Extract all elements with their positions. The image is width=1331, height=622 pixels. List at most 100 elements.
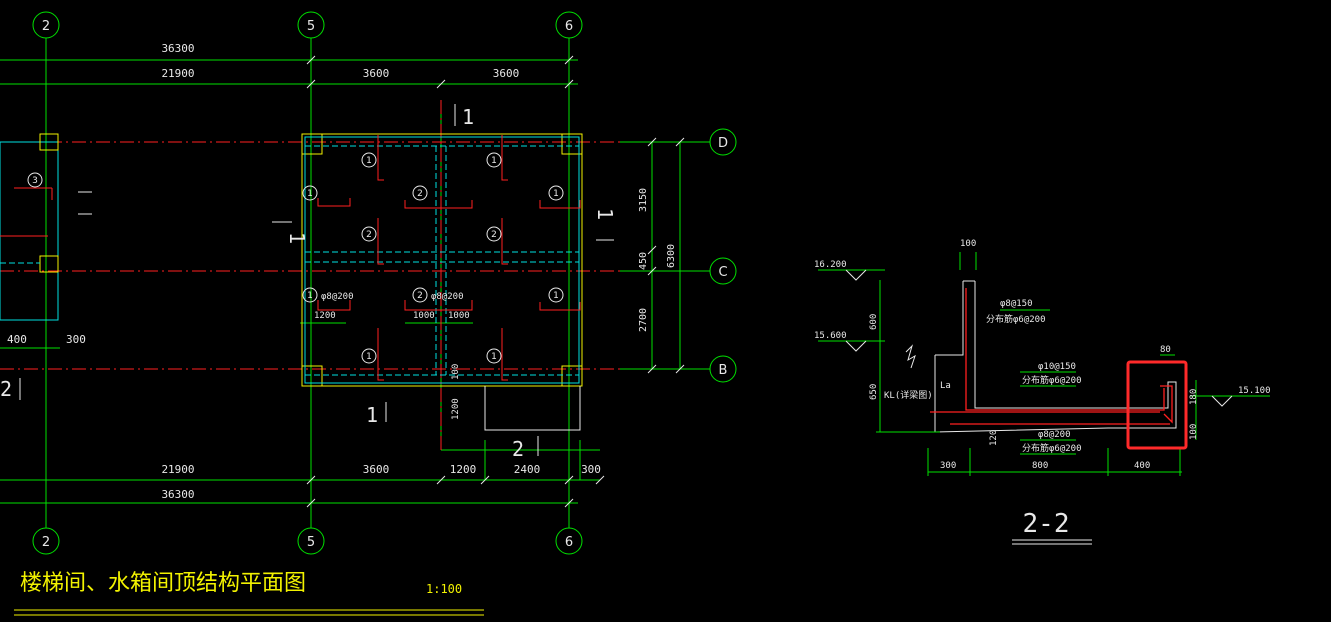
bar-mark-1h: 1 bbox=[486, 348, 502, 364]
axis-bubble-2-bottom: 2 bbox=[32, 527, 60, 555]
dim-top-mid1: 3600 bbox=[363, 67, 390, 80]
svg-text:1: 1 bbox=[462, 105, 474, 129]
dim-ticks bbox=[306, 55, 685, 508]
sec-dim-400: 400 bbox=[1134, 461, 1150, 471]
svg-text:3: 3 bbox=[32, 176, 38, 186]
svg-text:1: 1 bbox=[491, 156, 497, 166]
rebar-note-mid: φ8@200 bbox=[431, 292, 464, 302]
dim-bottom-d4: 300 bbox=[581, 463, 601, 476]
svg-text:5: 5 bbox=[307, 19, 315, 34]
svg-text:D: D bbox=[718, 136, 728, 151]
left-dim-400: 400 bbox=[7, 333, 27, 346]
rebar-r3b: 分布筋φ6@200 bbox=[1022, 442, 1082, 454]
svg-text:1: 1 bbox=[285, 232, 309, 244]
dim-right-total: 6300 bbox=[666, 244, 677, 268]
axis-bubble-2-top: 2 bbox=[32, 11, 60, 39]
section-cut-right-main: 1 bbox=[593, 208, 617, 241]
elev-top: 16.200 bbox=[814, 260, 847, 270]
elevation-markers bbox=[845, 269, 1233, 407]
axis-bubble-5-top: 5 bbox=[297, 11, 325, 39]
sec-dim-100b: 100 bbox=[1189, 424, 1199, 440]
svg-text:6: 6 bbox=[565, 535, 573, 550]
rebar-note-left: φ8@200 bbox=[321, 292, 354, 302]
bar-mark-1c: 1 bbox=[302, 185, 318, 201]
rebar-r1: φ8@150 bbox=[1000, 299, 1033, 309]
dim-bottom-d2: 1200 bbox=[450, 463, 477, 476]
svg-text:1: 1 bbox=[366, 156, 372, 166]
section-cut-1-left bbox=[78, 191, 92, 215]
axis-bubble-d: D bbox=[709, 128, 737, 156]
left-slab bbox=[0, 133, 59, 321]
svg-text:2: 2 bbox=[491, 230, 497, 240]
svg-text:1: 1 bbox=[553, 291, 559, 301]
bar-mark-2c: 2 bbox=[486, 226, 502, 242]
bar-mark-1b: 1 bbox=[486, 152, 502, 168]
sec-dim-600: 600 bbox=[869, 314, 879, 330]
bar-mark-1d: 1 bbox=[548, 185, 564, 201]
svg-text:5: 5 bbox=[307, 535, 315, 550]
sec-dim-100: 100 bbox=[960, 239, 976, 249]
sec-dim-80: 80 bbox=[1160, 345, 1171, 355]
highlight-box bbox=[1126, 360, 1188, 450]
svg-text:2: 2 bbox=[417, 189, 423, 199]
dim-1000a: 1000 bbox=[413, 311, 435, 321]
svg-text:1: 1 bbox=[307, 189, 313, 199]
section-title: 2-2 bbox=[1023, 509, 1070, 539]
main-slab bbox=[301, 133, 583, 431]
slab-rebar bbox=[317, 135, 581, 381]
axis-bubble-b: B bbox=[709, 355, 737, 383]
bar-mark-1g: 1 bbox=[361, 348, 377, 364]
rebar-r1b: 分布筋φ6@200 bbox=[986, 313, 1046, 325]
elev-mid: 15.600 bbox=[814, 331, 847, 341]
bar-mark-2d: 2 bbox=[412, 287, 428, 303]
section-cut-left-main: 1 bbox=[272, 221, 309, 244]
sec-dim-800: 800 bbox=[1032, 461, 1048, 471]
section-2-2-rebar bbox=[930, 288, 1173, 425]
svg-text:1: 1 bbox=[366, 352, 372, 362]
rebar-r2b: 分布筋φ6@200 bbox=[1022, 374, 1082, 386]
section-cut-top: 1 bbox=[454, 104, 474, 129]
dim-bottom-left: 21900 bbox=[161, 463, 194, 476]
dim-bottom-d1: 3600 bbox=[363, 463, 390, 476]
axis-bubble-5-bottom: 5 bbox=[297, 527, 325, 555]
sec-dim-180: 180 bbox=[1189, 389, 1199, 405]
bar-mark-2b: 2 bbox=[361, 226, 377, 242]
section-2-2-dims bbox=[818, 252, 1270, 476]
svg-text:2: 2 bbox=[417, 291, 423, 301]
svg-text:2: 2 bbox=[42, 535, 50, 550]
svg-text:2: 2 bbox=[42, 19, 50, 34]
kl-label: KL(详梁图) bbox=[884, 389, 933, 401]
section-cut-bottom-main: 1 bbox=[366, 402, 387, 427]
axis-bubble-6-bottom: 6 bbox=[555, 527, 583, 555]
left-dim-300: 300 bbox=[66, 333, 86, 346]
bar-mark-2a: 2 bbox=[412, 185, 428, 201]
section-cut-2: 2 bbox=[512, 436, 539, 461]
svg-text:1: 1 bbox=[553, 189, 559, 199]
dim-top-total: 36300 bbox=[161, 42, 194, 55]
dim-right-lower: 2700 bbox=[638, 308, 649, 332]
dim-top-mid2: 3600 bbox=[493, 67, 520, 80]
axis-lines bbox=[0, 38, 710, 528]
dim-1200v: 1200 bbox=[451, 398, 461, 420]
sec-dim-120: 120 bbox=[989, 430, 999, 446]
rebar-r3: φ8@200 bbox=[1038, 430, 1071, 440]
svg-text:1: 1 bbox=[366, 403, 378, 427]
dim-100: 100 bbox=[451, 364, 461, 380]
beam-centerlines bbox=[0, 141, 620, 370]
elev-right: 15.100 bbox=[1238, 386, 1271, 396]
dim-right-gap: 450 bbox=[638, 252, 649, 270]
rebar-r2: φ10@150 bbox=[1038, 362, 1076, 372]
bar-mark-3: 3 bbox=[27, 172, 43, 188]
svg-text:1: 1 bbox=[491, 352, 497, 362]
la-label: La bbox=[940, 381, 951, 391]
svg-text:B: B bbox=[719, 363, 728, 378]
svg-text:C: C bbox=[718, 265, 727, 280]
section-mark-left-2: 2 bbox=[0, 377, 12, 401]
dim-bottom-total: 36300 bbox=[161, 488, 194, 501]
dim-1200: 1200 bbox=[314, 311, 336, 321]
svg-text:2: 2 bbox=[366, 230, 372, 240]
svg-text:1: 1 bbox=[307, 291, 313, 301]
dim-bottom-d3: 2400 bbox=[514, 463, 541, 476]
svg-text:6: 6 bbox=[565, 19, 573, 34]
